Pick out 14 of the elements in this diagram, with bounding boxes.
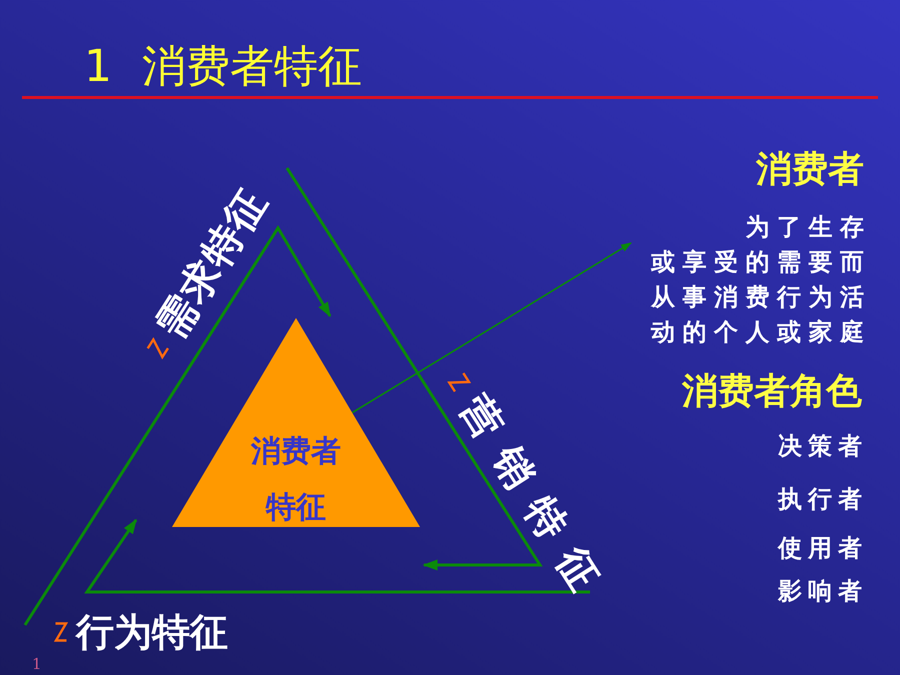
heading-text: 消费者: [754, 148, 864, 192]
description-text: 为了生存或享受的需要而从事消费行为活动的个人或家庭: [650, 211, 872, 348]
heading-text: 消费者角色: [682, 370, 862, 414]
slide-title: 1 消费者特征: [84, 41, 362, 93]
role-text: 执行者: [778, 483, 868, 514]
feature-label: 行为特征: [76, 609, 228, 655]
feature-label: 营销特征: [450, 387, 620, 616]
role-text: 影响者: [778, 575, 868, 606]
arrow: [352, 242, 632, 414]
role-text: 决策者: [778, 430, 868, 461]
page-number: 1: [32, 655, 42, 673]
node-label: 消费者特征: [250, 433, 342, 527]
feature-label: 需求特征: [146, 179, 278, 347]
role-text: 使用者: [778, 532, 868, 563]
